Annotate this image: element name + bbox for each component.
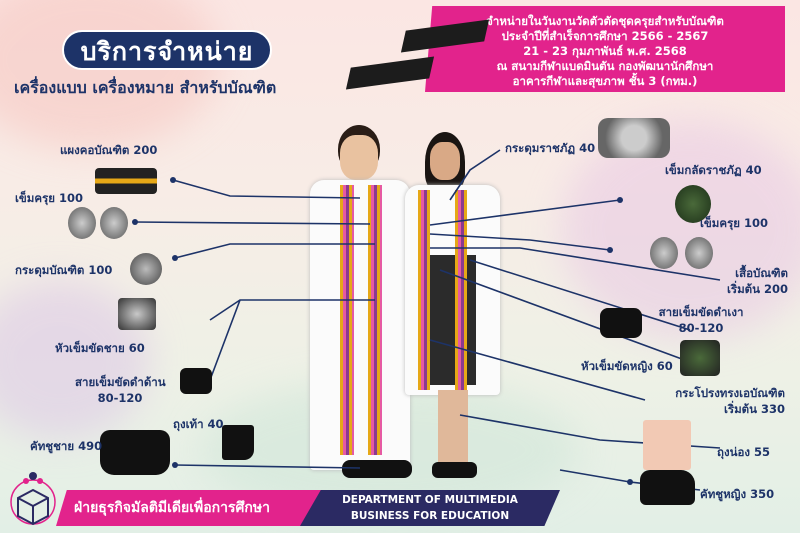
gown-pin-icon xyxy=(68,207,96,239)
item-label-female-shoes: คัทชูหญิง 350 xyxy=(700,487,775,501)
matte-belt-icon xyxy=(180,368,212,394)
item-label-rajabhat-pin: เข็มกลัดราชภัฏ 40 xyxy=(665,163,762,177)
item-label-gown-pin: เข็มครุย 100 xyxy=(15,191,83,205)
item-label-glossy-belt: สายเข็มขัดดำเงา 80-120 xyxy=(646,304,756,336)
rajabhat-buttons-icon xyxy=(598,118,670,158)
banner-line: ประจำปีที่สำเร็จการศึกษา 2566 - 2567 xyxy=(501,29,709,43)
page-subtitle: เครื่องแบบ เครื่องหมาย สำหรับบัณฑิต xyxy=(14,78,277,97)
item-label-matte-belt: สายเข็มขัดดำด้าน 80-120 xyxy=(75,374,166,406)
item-label-skirt: กระโปรงทรงเอบัณฑิต เริ่มต้น 330 xyxy=(655,385,785,417)
collar-piece-icon xyxy=(95,168,157,194)
item-label-female-buckle: หัวเข็มขัดหญิง 60 xyxy=(581,359,673,373)
item-label-shirt: เสื้อบัณฑิต เริ่มต้น 200 xyxy=(708,265,788,297)
item-label-stockings: ถุงน่อง 55 xyxy=(717,445,770,459)
gown-pin-icon xyxy=(650,237,678,269)
department-name-thai: ฝ่ายธุรกิจมัลติมีเดียเพื่อการศึกษา xyxy=(56,490,326,526)
bg-watercolor xyxy=(560,120,800,340)
item-name: สายเข็มขัดดำเงา xyxy=(658,305,744,319)
male-shoes-icon xyxy=(100,430,170,475)
item-label-collar: แผงคอบัณฑิต 200 xyxy=(60,143,158,157)
department-logo-icon xyxy=(10,472,56,526)
department-name-english: DEPARTMENT OF MULTIMEDIA BUSINESS FOR ED… xyxy=(300,490,560,526)
socks-icon xyxy=(222,425,254,460)
male-belt-buckle-icon xyxy=(118,298,156,330)
female-shoes-icon xyxy=(640,470,695,505)
department-name-line: BUSINESS FOR EDUCATION xyxy=(350,510,510,522)
stockings-icon xyxy=(643,420,691,470)
item-label-gown-pin-right: เข็มครุย 100 xyxy=(700,216,768,230)
rajabhat-pin-icon xyxy=(675,185,711,223)
item-price: 80-120 xyxy=(97,391,143,405)
female-belt-buckle-icon xyxy=(680,340,720,376)
gown-pin-icon xyxy=(685,237,713,269)
gown-pin-icon xyxy=(100,207,128,239)
item-label-male-shoes: คัทชูชาย 490 xyxy=(30,439,103,453)
glossy-belt-icon xyxy=(600,308,642,338)
item-label-rajabhat-button: กระดุมราชภัฏ 40 xyxy=(505,141,596,155)
banner-line: จำหน่ายในวันงานวัดตัวตัดชุดครุยสำหรับบัณ… xyxy=(486,14,724,28)
item-label-graduate-button: กระดุมบัณฑิต 100 xyxy=(15,263,113,277)
item-price: 80-120 xyxy=(678,321,724,335)
page-title: บริการจำหน่าย xyxy=(62,30,272,70)
item-label-male-buckle: หัวเข็มขัดชาย 60 xyxy=(55,341,145,355)
item-name: เสื้อบัณฑิต xyxy=(735,266,788,280)
item-label-socks: ถุงเท้า 40 xyxy=(173,417,224,431)
item-name: สายเข็มขัดดำด้าน xyxy=(75,375,166,389)
department-name-line: DEPARTMENT OF MULTIMEDIA xyxy=(342,494,518,506)
item-price: เริ่มต้น 200 xyxy=(726,282,788,296)
item-price: เริ่มต้น 330 xyxy=(723,402,785,416)
banner-line: 21 - 23 กุมภาพันธ์ พ.ศ. 2568 xyxy=(523,44,687,58)
item-name: กระโปรงทรงเอบัณฑิต xyxy=(675,386,785,400)
banner-line: อาคารกีฬาและสุขภาพ ชั้น 3 (กทม.) xyxy=(512,74,698,88)
graduate-button-icon xyxy=(130,253,162,285)
banner-line: ณ สนามกีฬาแบดมินตัน กองพัฒนานักศึกษา xyxy=(496,59,714,73)
